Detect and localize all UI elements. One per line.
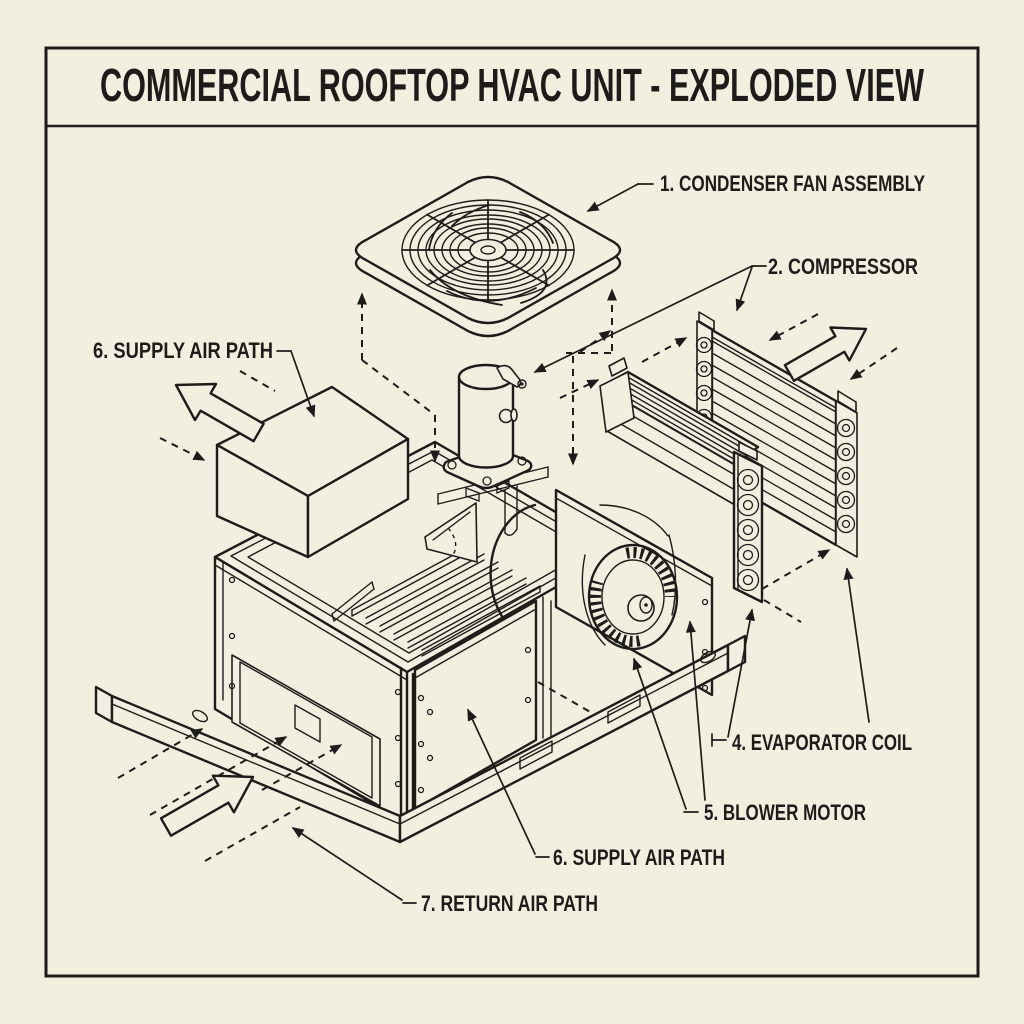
coil-assembly [599,311,858,604]
blower-assembly [542,488,714,743]
label-condenser-fan-assembly: 1. CONDENSER FAN ASSEMBLY [660,171,925,196]
supply-transition [424,502,478,563]
return-airflow-arrow [159,774,255,837]
return-air-opening [231,654,381,807]
discharge-fitting [496,364,527,389]
condenser-airflow-arrow [783,326,868,382]
label-compressor: 2. COMPRESSOR [768,254,918,279]
base-slot [519,740,553,770]
coil-u-bends [736,468,760,592]
coil-u-bends [836,418,856,534]
evaporator-coil-header [732,441,764,604]
fan-blades [428,204,554,306]
fan-grille [401,199,575,301]
cabinet-coil-fins [331,545,541,657]
compressor-shell [457,375,515,469]
page-title: COMMERCIAL ROOFTOP HVAC UNIT - EXPLODED … [100,59,924,111]
evaporator-coil-slab [599,357,760,506]
lifting-hole [700,650,716,664]
label-blower-motor: 5. BLOWER MOTOR [704,800,866,825]
corner-column [399,666,415,829]
suction-port [498,408,518,424]
cabinet-front [213,555,538,829]
label-supply-air-path-lower: 6. SUPPLY AIR PATH [553,845,725,870]
label-return-air-path: 7. RETURN AIR PATH [421,891,598,916]
supply-duct [215,385,478,563]
compressor [437,363,549,536]
blower-wheel [587,543,679,651]
alignment-dashes [117,288,898,862]
blower-housing-panel [554,488,714,697]
supply-airflow-arrow [174,382,265,443]
condenser-fan-assembly [354,175,622,338]
base-slot [607,694,641,724]
loose-fin [331,581,375,622]
leader-lines [276,183,870,904]
labels: 1. CONDENSER FAN ASSEMBLY 2. COMPRESSOR … [93,171,925,916]
rivets [228,576,532,794]
fan-hub [469,238,507,262]
lifting-hole [192,709,208,723]
airflow-arrows [159,326,868,837]
label-evaporator-coil: 4. EVAPORATOR COIL [732,730,912,755]
cabinet-front-right-panel [413,599,538,811]
label-supply-air-path-upper: 6. SUPPLY AIR PATH [93,338,273,363]
border-frame: COMMERCIAL ROOFTOP HVAC UNIT - EXPLODED … [44,46,980,978]
